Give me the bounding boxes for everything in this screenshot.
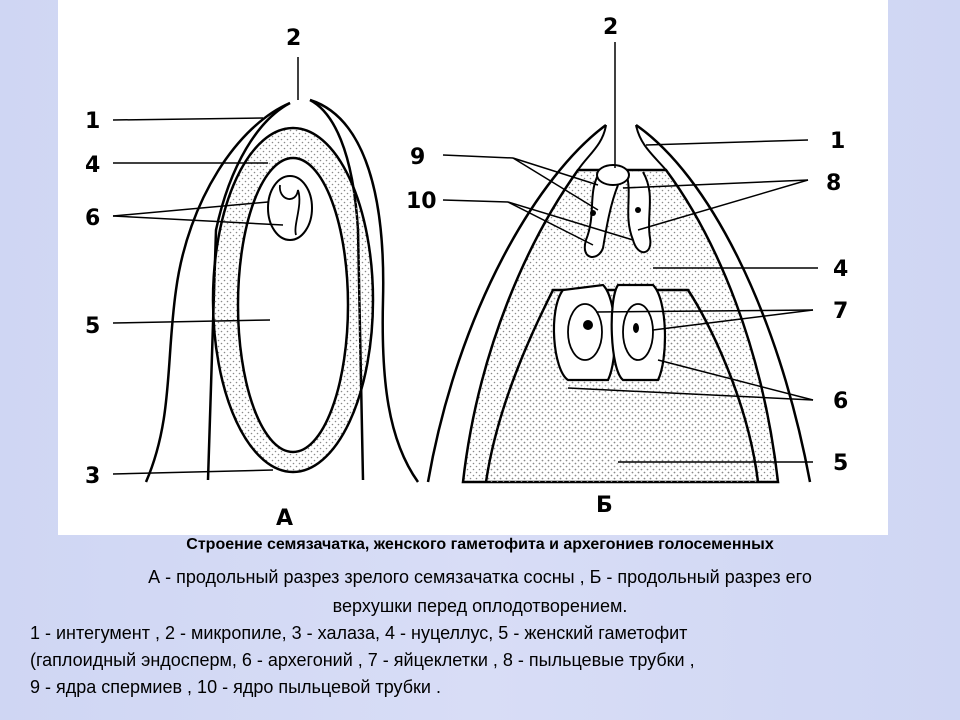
panel-b-labels: 2 9 10 1 8 4 7 6 5 Б [406,15,848,518]
panel-b-nuclei [583,207,641,333]
legend-line1: 1 - интегумент , 2 - микропиле, 3 - хала… [30,623,688,643]
label-b-6: 6 [833,389,848,414]
label-a-5: 5 [85,314,100,339]
panel-a-leader-lines [112,57,299,475]
label-b-2: 2 [603,15,618,40]
label-a-4: 4 [85,153,100,178]
panel-b-leader-lines [442,42,818,463]
legend-line3: 9 - ядра спермиев , 10 - ядро пыльцевой … [30,677,441,697]
label-b-1: 1 [830,129,845,154]
panel-a-labels: 1 2 4 6 5 3 А [85,26,301,531]
label-b-7: 7 [833,299,848,324]
label-b-5: 5 [833,451,848,476]
label-b-4: 4 [833,257,848,282]
panel-b-drawing [426,123,812,484]
label-b-10: 10 [406,189,437,214]
caption-subtitle-line1: А - продольный разрез зрелого семязачатк… [148,567,812,587]
diagram-figure: 1 2 4 6 5 3 А [58,0,888,535]
label-a-2: 2 [286,26,301,51]
label-b-9: 9 [410,145,425,170]
label-a-3: 3 [85,464,100,489]
label-a-6: 6 [85,206,100,231]
caption-title: Строение семязачатка, женского гаметофит… [186,536,774,553]
ovule-diagram: 1 2 4 6 5 3 А [85,15,848,531]
caption-subtitle-line2: верхушки перед оплодотворением. [332,596,628,616]
label-a-1: 1 [85,109,100,134]
legend-line2: (гаплоидный эндосперм, 6 - архегоний , 7… [30,650,695,670]
panel-a-letter: А [276,506,293,531]
panel-b-letter: Б [596,493,613,518]
label-b-8: 8 [826,171,841,196]
panel-a-drawing [144,98,420,483]
